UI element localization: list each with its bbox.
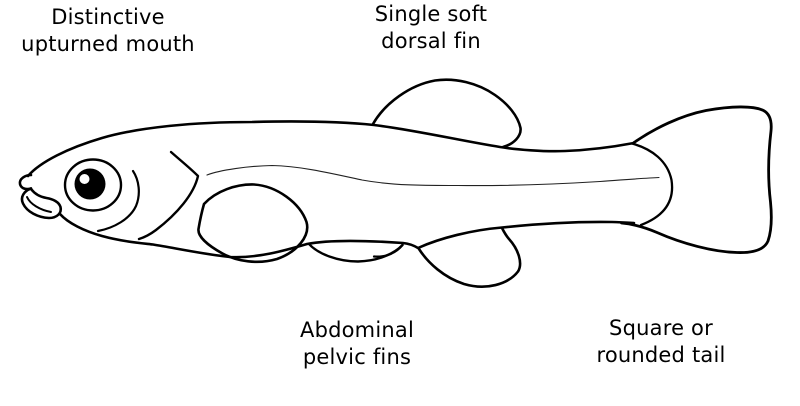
pelvic-fin-tip-curl bbox=[372, 243, 404, 258]
gill-cover-line bbox=[137, 150, 200, 241]
lateral-line bbox=[206, 164, 660, 187]
label-tail: Square or rounded tail bbox=[596, 316, 726, 367]
dorsal-fin bbox=[371, 78, 522, 149]
label-pelvic-fins: Abdominal pelvic fins bbox=[300, 318, 414, 369]
pelvic-fin bbox=[307, 242, 404, 263]
label-upturned-mouth: Distinctive upturned mouth bbox=[21, 5, 195, 56]
eye-highlight bbox=[79, 174, 90, 184]
fish-back-outline bbox=[26, 120, 636, 178]
upper-lip bbox=[18, 173, 33, 191]
anal-fin bbox=[417, 226, 522, 288]
eye-outline bbox=[63, 158, 123, 212]
preopercle-line bbox=[96, 169, 140, 233]
lip-fold-line bbox=[26, 196, 52, 213]
eye-pupil bbox=[74, 168, 106, 200]
fish-belly-outline bbox=[58, 212, 636, 259]
pectoral-fin bbox=[197, 183, 309, 264]
label-dorsal-fin: Single soft dorsal fin bbox=[374, 2, 488, 53]
lower-lip bbox=[20, 187, 63, 220]
caudal-fin bbox=[620, 105, 773, 254]
caudal-peduncle-crease bbox=[630, 142, 674, 227]
